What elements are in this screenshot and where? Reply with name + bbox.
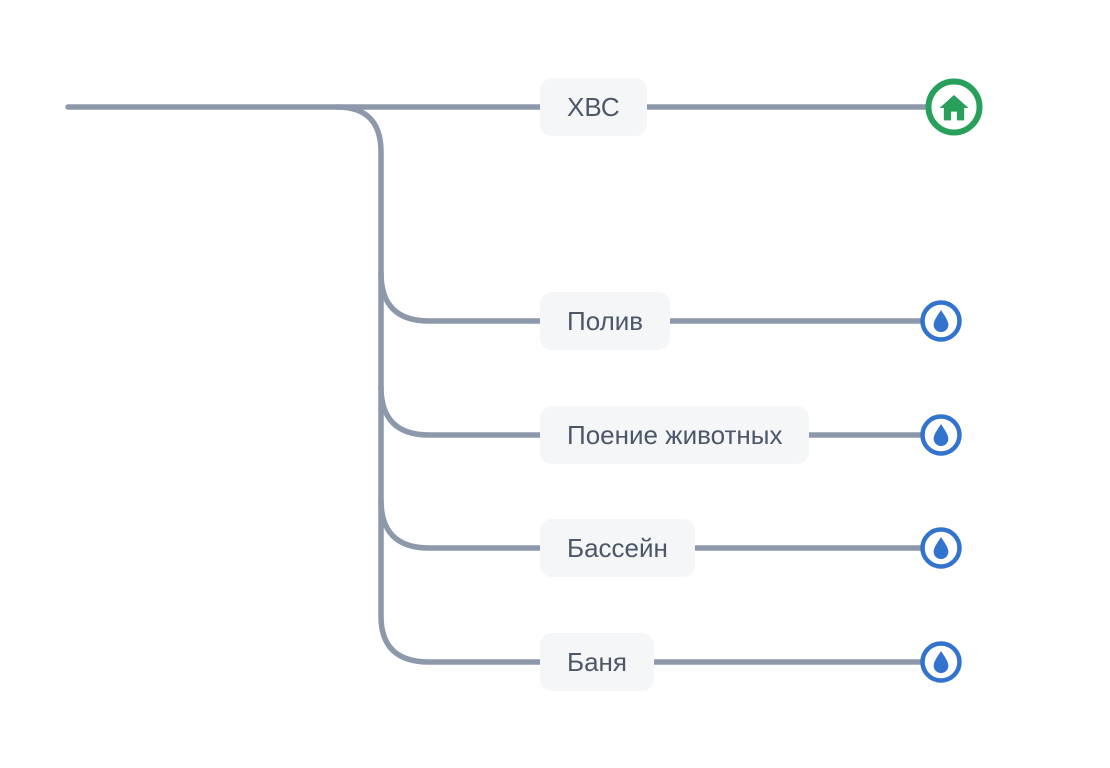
water-drop-icon[interactable] [920, 414, 962, 456]
water-drop-icon[interactable] [920, 641, 962, 683]
home-icon[interactable] [925, 78, 983, 136]
water-drop-icon[interactable] [920, 300, 962, 342]
trunk-line [334, 104, 926, 665]
water-drop-icon[interactable] [920, 527, 962, 569]
branch-line-poenie [378, 384, 926, 438]
node-hvs[interactable]: ХВС [540, 78, 647, 136]
node-banya[interactable]: Баня [540, 633, 654, 691]
node-poenie-zhivotnyh[interactable]: Поение животных [540, 406, 810, 464]
node-poliv[interactable]: Полив [540, 292, 671, 350]
branch-line-poliv [378, 270, 926, 324]
branch-line-bassein [378, 497, 926, 551]
node-bassein[interactable]: Бассейн [540, 519, 695, 577]
